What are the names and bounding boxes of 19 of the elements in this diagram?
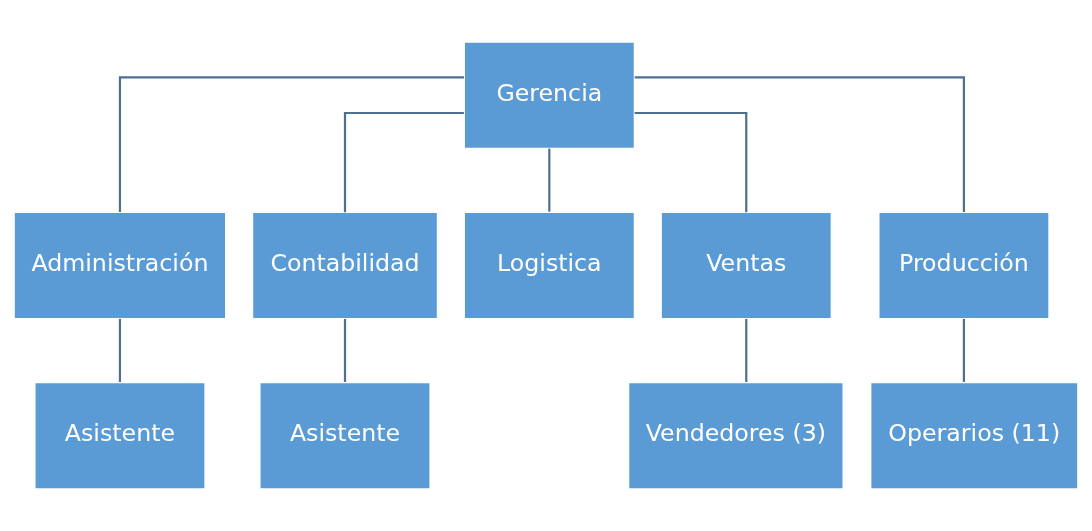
node-box: Asistente <box>259 381 431 490</box>
node-box: Logistica <box>463 211 636 320</box>
connector <box>634 76 965 213</box>
connector <box>548 148 551 212</box>
node-box: Contabilidad <box>251 211 439 320</box>
connector <box>634 111 748 213</box>
node-box: Operarios (11) <box>869 381 1079 490</box>
node-box: Gerencia <box>463 41 636 150</box>
connector <box>118 76 464 213</box>
connector <box>745 318 748 382</box>
node-box: Administración <box>13 211 227 320</box>
node-box: Ventas <box>660 211 833 320</box>
connector <box>118 318 122 382</box>
connector <box>343 111 464 213</box>
node-box: Asistente <box>34 381 206 490</box>
node-box: Vendedores (3) <box>627 381 844 490</box>
connector <box>962 318 965 382</box>
node-box: Producción <box>878 211 1050 320</box>
connector <box>343 318 347 382</box>
